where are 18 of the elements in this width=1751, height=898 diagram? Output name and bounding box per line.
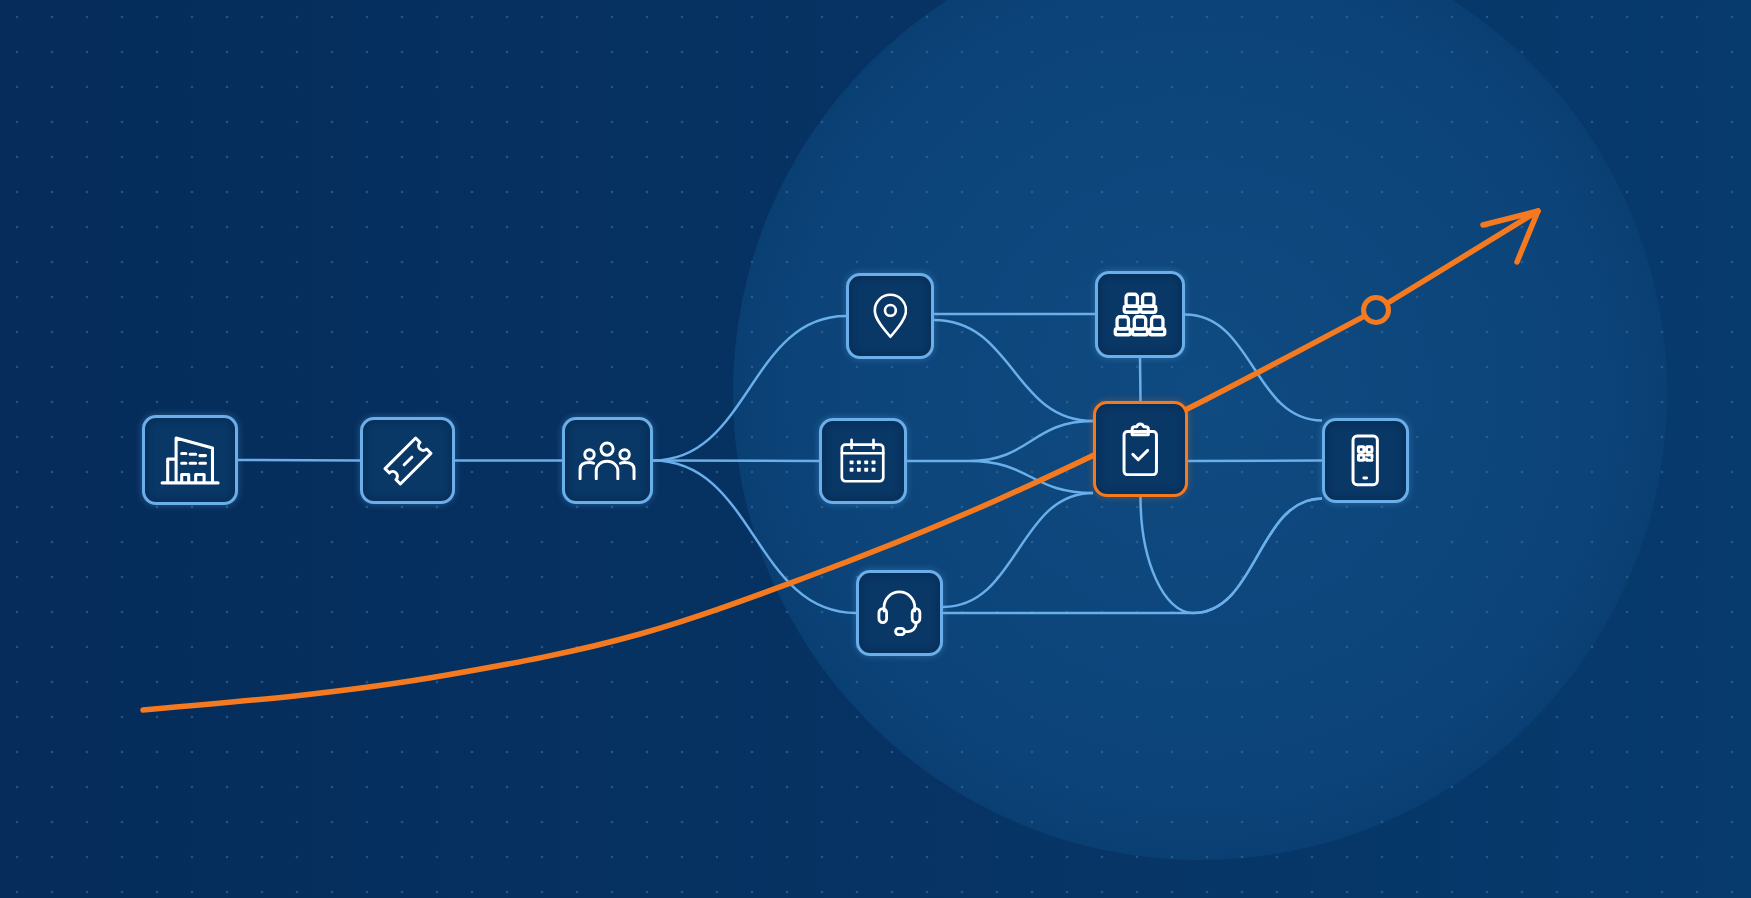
- connector-line: [1138, 358, 1142, 401]
- icon-tile: [1322, 418, 1409, 503]
- icon-tile: [562, 417, 653, 504]
- icon-tile: [856, 570, 943, 656]
- connector-line: [1184, 313, 1323, 422]
- connector-line: [934, 312, 1095, 316]
- icon-tile: [846, 273, 934, 359]
- icon-tile: [1093, 401, 1188, 497]
- connector-line: [238, 458, 360, 462]
- icon-tile: [360, 417, 455, 504]
- connector-line: [652, 459, 857, 615]
- connector-line: [1188, 459, 1322, 463]
- icon-tile: [819, 418, 907, 504]
- connector-line: [905, 419, 1095, 495]
- icon-tile: [1095, 271, 1185, 358]
- connector-line: [455, 459, 562, 462]
- icon-tile: [142, 415, 238, 505]
- connector-line: [942, 491, 1094, 609]
